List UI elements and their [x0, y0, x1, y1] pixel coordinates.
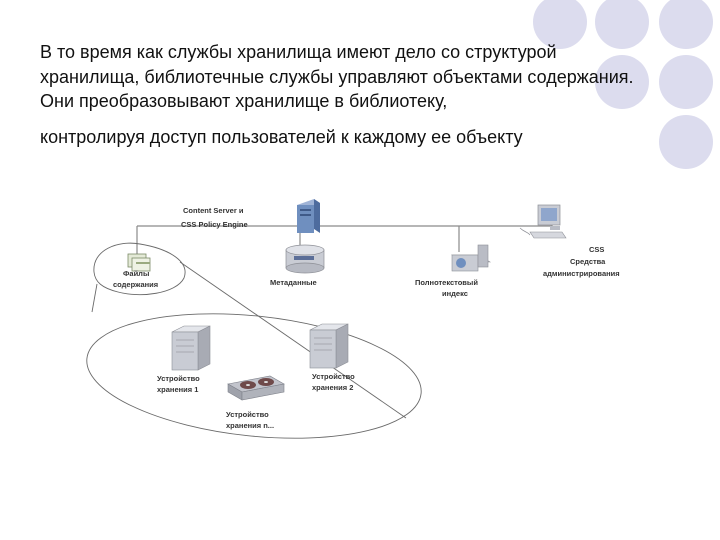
- network-lines: [136, 212, 553, 255]
- slide-paragraph-1: В то время как службы хранилища имеют де…: [40, 42, 634, 111]
- server-label-1: Content Server и: [183, 206, 244, 215]
- storage1-label-1: Устройство: [157, 374, 200, 383]
- admin-label-3: администрирования: [543, 269, 620, 278]
- content-server-icon: [297, 199, 320, 233]
- content-files-icon: [127, 253, 151, 272]
- metadata-label: Метаданные: [270, 278, 317, 287]
- storagen-label-2: хранения n...: [226, 421, 274, 430]
- admin-workstation-icon: [519, 204, 567, 239]
- fulltext-label-2: индекс: [442, 289, 468, 298]
- storage-device-2-icon: [309, 323, 349, 369]
- admin-label-2: Средства: [570, 257, 606, 266]
- admin-label-1: CSS: [589, 245, 604, 254]
- content-files-label-2: содержания: [113, 280, 158, 289]
- fulltext-label-1: Полнотекстовый: [415, 278, 478, 287]
- content-files-bubble: [93, 242, 186, 296]
- slide-body-text: В то время как службы хранилища имеют де…: [40, 40, 640, 149]
- storage-device-n-icon: [227, 375, 285, 401]
- storage1-label-2: хранения 1: [157, 385, 198, 394]
- storagen-label-1: Устройство: [226, 410, 269, 419]
- storage-device-1-icon: [171, 325, 211, 371]
- fulltext-index-icon: [450, 244, 492, 272]
- slide-paragraph-2: контролируя доступ пользователей к каждо…: [40, 126, 523, 147]
- storage-ellipse: [86, 313, 422, 439]
- storage2-label-2: хранения 2: [312, 383, 353, 392]
- metadata-database-icon: [285, 244, 325, 274]
- storage2-label-1: Устройство: [312, 372, 355, 381]
- server-label-2: CSS Policy Engine: [181, 220, 248, 229]
- content-files-label-1: Файлы: [123, 269, 149, 278]
- zoom-line-left: [91, 283, 98, 313]
- zoom-line-right: [179, 261, 407, 419]
